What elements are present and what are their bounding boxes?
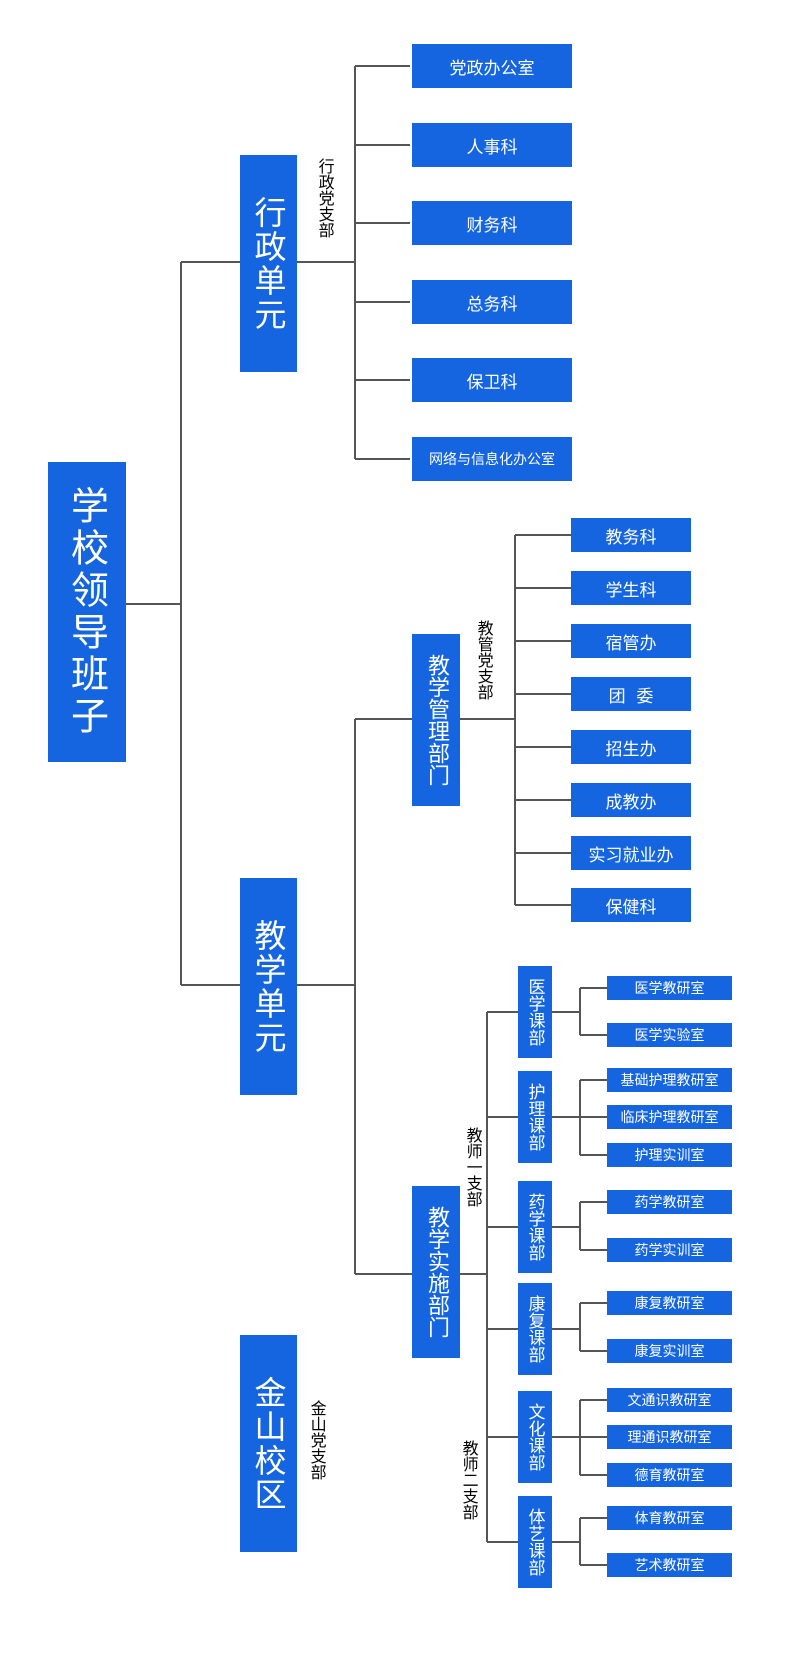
room: 医学实验室	[607, 1023, 732, 1047]
admin-dept: 总务科	[412, 280, 572, 324]
room: 基础护理教研室	[607, 1068, 732, 1092]
unit-jinshan: 金山校区	[240, 1335, 297, 1552]
room: 艺术教研室	[607, 1553, 732, 1577]
mgmt-item: 招生办	[571, 730, 691, 764]
course-dept: 护理课部	[518, 1071, 552, 1163]
mgmt-item: 学生科	[571, 571, 691, 605]
admin-dept: 党政办公室	[412, 44, 572, 88]
admin-dept: 财务科	[412, 201, 572, 245]
room: 医学教研室	[607, 976, 732, 1000]
mgmt-item: 宿管办	[571, 624, 691, 658]
mgmt-item: 成教办	[571, 783, 691, 817]
mgmt-item: 团 委	[571, 677, 691, 711]
room: 药学实训室	[607, 1238, 732, 1262]
mgmt-item: 实习就业办	[571, 836, 691, 870]
unit-admin: 行政单元	[240, 155, 297, 372]
branch-label-teacher2: 教师二支部	[459, 1440, 479, 1520]
root-node: 学校领导班子	[48, 462, 126, 762]
room: 体育教研室	[607, 1506, 732, 1530]
admin-dept: 保卫科	[412, 358, 572, 402]
room: 药学教研室	[607, 1190, 732, 1214]
course-dept: 康复课部	[518, 1283, 552, 1375]
admin-dept: 人事科	[412, 123, 572, 167]
room: 康复教研室	[607, 1291, 732, 1315]
mgmt-item: 保健科	[571, 888, 691, 922]
room: 文通识教研室	[607, 1388, 732, 1412]
course-dept: 体艺课部	[518, 1496, 552, 1588]
unit-teaching: 教学单元	[240, 878, 297, 1095]
branch-label-teacher1: 教师一支部	[463, 1127, 483, 1207]
impl-dept: 教学实施部门	[412, 1186, 460, 1358]
course-dept: 文化课部	[518, 1391, 552, 1483]
branch-label-admin: 行政党支部	[315, 158, 335, 238]
branch-label-jinshan: 金山党支部	[307, 1400, 327, 1480]
room: 临床护理教研室	[607, 1105, 732, 1129]
room: 康复实训室	[607, 1339, 732, 1363]
room: 护理实训室	[607, 1143, 732, 1167]
admin-dept: 网络与信息化办公室	[412, 437, 572, 481]
room: 德育教研室	[607, 1463, 732, 1487]
course-dept: 药学课部	[518, 1181, 552, 1273]
room: 理通识教研室	[607, 1425, 732, 1449]
mgmt-item: 教务科	[571, 518, 691, 552]
mgmt-dept: 教学管理部门	[412, 634, 460, 806]
branch-label-mgmt: 教管党支部	[474, 620, 494, 700]
course-dept: 医学课部	[518, 966, 552, 1058]
